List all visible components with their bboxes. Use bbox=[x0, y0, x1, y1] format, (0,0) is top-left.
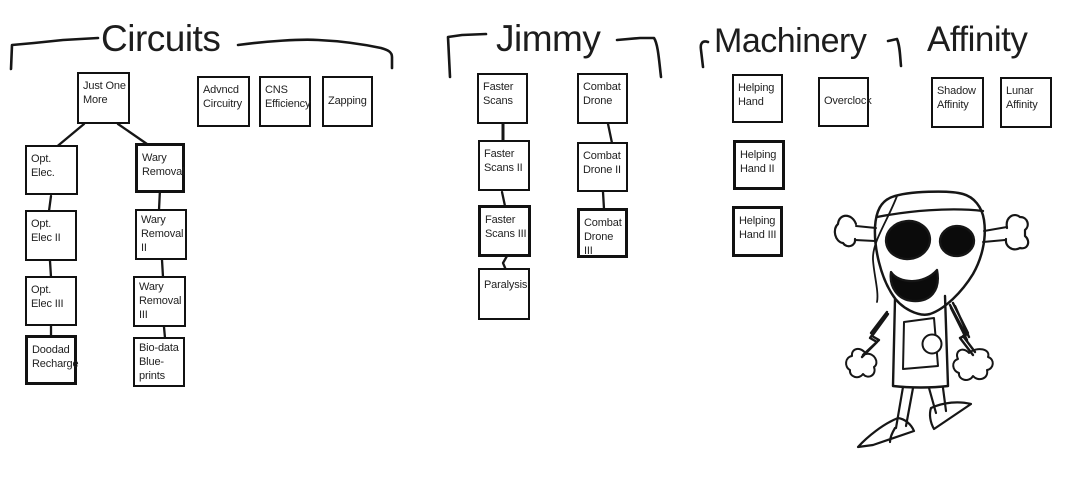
robot-chest-button bbox=[921, 333, 943, 355]
skill-node-combat-drone-iii: Combat Drone III bbox=[577, 208, 628, 258]
jimmy-bracket-right bbox=[615, 36, 663, 79]
skill-node-faster-scans-iii: Faster Scans III bbox=[478, 205, 531, 257]
skill-node-wary-removal-ii: Wary Removal II bbox=[135, 209, 187, 260]
skill-node-cns-efficiency: CNS Efficiency bbox=[259, 76, 311, 127]
machinery-bracket-right bbox=[886, 37, 903, 68]
robot-left-bolt-cap bbox=[833, 214, 858, 248]
robot-right-hand bbox=[952, 348, 994, 381]
robot-head bbox=[873, 190, 986, 316]
robot-body bbox=[891, 294, 950, 389]
skill-node-wary-removal: Wary Removal bbox=[135, 143, 185, 193]
robot-face-strand bbox=[872, 195, 898, 303]
skill-node-faster-scans-ii: Faster Scans II bbox=[478, 140, 530, 191]
robot-doodle bbox=[833, 190, 1030, 449]
machinery-bracket-left bbox=[699, 40, 710, 69]
skill-node-opt-elec-ii: Opt. Elec II bbox=[25, 210, 77, 261]
section-title-jimmy: Jimmy bbox=[496, 18, 601, 59]
robot-right-bolt-stem bbox=[982, 226, 1008, 243]
skill-node-doodad-recharge: Doodad Recharge bbox=[25, 335, 79, 385]
robot-left-bolt bbox=[833, 214, 877, 248]
connector-fasterscans-2-3 bbox=[500, 190, 507, 208]
section-title-machinery: Machinery bbox=[714, 22, 867, 60]
connector-justonemore-waryremoval bbox=[116, 122, 149, 146]
skill-node-advncd-circuitry: Advncd Circuitry bbox=[197, 76, 250, 127]
connector-fasterscans-paralysis bbox=[501, 254, 509, 272]
robot-left-leg bbox=[894, 385, 915, 430]
machinery-bracket bbox=[699, 37, 903, 69]
robot-right-eye bbox=[938, 224, 976, 258]
robot-headband bbox=[875, 208, 985, 219]
robot-chest-panel bbox=[902, 317, 939, 370]
skill-node-shadow-affinity: Shadow Affinity bbox=[931, 77, 984, 128]
jimmy-bracket bbox=[446, 32, 663, 79]
skill-node-lunar-affinity: Lunar Affinity bbox=[1000, 77, 1052, 128]
skill-node-wary-removal-iii: Wary Removal III bbox=[133, 276, 186, 327]
skill-node-paralysis: Paralysis bbox=[478, 268, 530, 320]
connector-wary-2-3 bbox=[160, 258, 165, 279]
skill-node-combat-drone-ii: Combat Drone II bbox=[577, 142, 628, 192]
robot-mouth bbox=[889, 268, 939, 303]
robot-left-foot bbox=[856, 416, 916, 449]
connector-optelec-1-2 bbox=[47, 194, 53, 213]
robot-right-arm bbox=[948, 301, 977, 357]
skill-node-opt-elec-iii: Opt. Elec III bbox=[25, 276, 77, 326]
skill-node-combat-drone: Combat Drone bbox=[577, 73, 628, 124]
circuits-bracket bbox=[9, 36, 394, 71]
skill-node-faster-scans: Faster Scans bbox=[477, 73, 528, 124]
robot-left-hand bbox=[845, 348, 878, 379]
skill-node-helping-hand-ii: Helping Hand II bbox=[733, 140, 785, 190]
robot-right-leg bbox=[927, 386, 948, 415]
connector-wary-3-biodata bbox=[162, 325, 167, 340]
circuits-bracket-right bbox=[236, 38, 394, 70]
skill-node-just-one-more: Just One More bbox=[77, 72, 130, 124]
skill-node-overclock: Overclock bbox=[818, 77, 872, 127]
connector-optelec-2-3 bbox=[48, 259, 53, 279]
skill-node-helping-hand: Helping Hand bbox=[732, 74, 783, 123]
robot-right-foot bbox=[928, 401, 973, 431]
skill-node-bio-data-blueprints: Bio-data Blue- prints bbox=[133, 337, 185, 387]
skill-node-opt-elec: Opt. Elec. bbox=[25, 145, 78, 195]
circuits-bracket-left bbox=[9, 36, 100, 71]
robot-torso bbox=[891, 294, 950, 389]
connector-justonemore-optelec bbox=[52, 122, 86, 151]
section-title-circuits: Circuits bbox=[101, 18, 221, 59]
jimmy-bracket-left bbox=[446, 32, 488, 79]
robot-left-arm bbox=[860, 310, 890, 359]
robot-right-bolt-cap bbox=[1004, 213, 1030, 251]
skill-node-zapping: Zapping bbox=[322, 76, 373, 127]
connector-combatdrone-2-3 bbox=[601, 190, 606, 211]
robot-left-eye bbox=[884, 219, 932, 261]
robot-right-bolt bbox=[982, 213, 1030, 251]
section-title-affinity: Affinity bbox=[927, 20, 1028, 59]
robot-left-bolt-stem bbox=[854, 225, 877, 242]
skill-node-helping-hand-iii: Helping Hand III bbox=[732, 206, 783, 257]
